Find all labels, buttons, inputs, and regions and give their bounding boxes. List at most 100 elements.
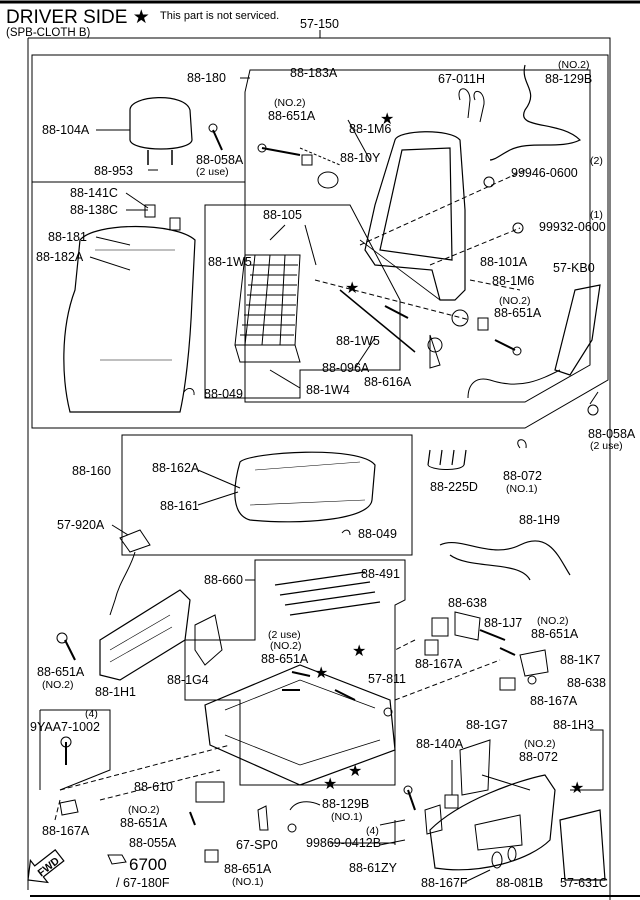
callout-88-141c[interactable]: 88-141C	[70, 186, 118, 200]
callout-88-651a[interactable]: 88-651A	[37, 665, 85, 679]
callout-88-049[interactable]: 88-049	[358, 527, 397, 541]
callout-88-101a[interactable]: 88-101A	[480, 255, 528, 269]
star-icon: ★	[348, 763, 363, 780]
callout-88-953[interactable]: 88-953	[94, 164, 133, 178]
callout-88-1g7[interactable]: 88-1G7	[466, 718, 508, 732]
callout-88-491[interactable]: 88-491	[361, 567, 400, 581]
page-subtitle: (SPB-CLOTH B)	[6, 27, 91, 39]
callout-57-kb0[interactable]: 57-KB0	[553, 261, 595, 275]
callout-qty: (NO.2)	[42, 679, 74, 691]
callout-88-058a[interactable]: 88-058A	[588, 427, 636, 441]
callout-88-182a[interactable]: 88-182A	[36, 250, 84, 264]
callout-88-096a[interactable]: 88-096A	[322, 361, 370, 375]
callout-use: (2 use)	[590, 440, 623, 452]
callout-88-1w5[interactable]: 88-1W5	[208, 255, 252, 269]
callout-99869-0412b[interactable]: 99869-0412B	[306, 836, 382, 850]
star-icon: ★	[323, 776, 338, 793]
callout-99932-0600[interactable]: 99932-0600	[539, 220, 606, 234]
guide-a	[144, 204, 156, 218]
callout-88-1h9[interactable]: 88-1H9	[519, 513, 560, 527]
seatback-group-frame	[31, 54, 609, 429]
callout-88-638[interactable]: 88-638	[448, 596, 487, 610]
callout-88-072[interactable]: 88-072	[503, 469, 542, 483]
callout-57-920a[interactable]: 57-920A	[57, 518, 105, 532]
callout-88-162a[interactable]: 88-162A	[152, 461, 200, 475]
fwd-arrow	[27, 849, 65, 884]
callout-67-011h[interactable]: 67-011H	[438, 72, 486, 86]
callout-88-660[interactable]: 88-660	[204, 573, 243, 587]
callout-9yaa7-1002[interactable]: 9YAA7-1002	[30, 720, 100, 734]
callout-88-167a[interactable]: 88-167A	[530, 694, 578, 708]
star-note: This part is not serviced.	[160, 10, 280, 22]
page-title: DRIVER SIDE ★	[6, 7, 150, 28]
star-icon: ★	[132, 7, 150, 28]
callout-88-1w4[interactable]: 88-1W4	[306, 383, 350, 397]
callout-88-651a[interactable]: 88-651A	[224, 862, 272, 876]
spring-mat	[234, 254, 301, 363]
callout-88-180[interactable]: 88-180	[187, 71, 226, 85]
callout-88-058a[interactable]: 88-058A	[196, 153, 244, 167]
callout-57-631c[interactable]: 57-631C	[560, 876, 608, 890]
callout-qty: (NO.2)	[499, 295, 531, 307]
callout-88-225d[interactable]: 88-225D	[430, 480, 478, 494]
callout-88-167a[interactable]: 88-167A	[42, 824, 90, 838]
callout-88-167a[interactable]: 88-167A	[415, 657, 463, 671]
callout-qty: (NO.2)	[524, 738, 556, 750]
callout-use: (2 use)	[196, 166, 229, 178]
callout-88-081b[interactable]: 88-081B	[496, 876, 544, 890]
seatback-cushion	[63, 225, 196, 413]
callout-99946-0600[interactable]: 99946-0600	[511, 166, 578, 180]
callout-88-651a[interactable]: 88-651A	[120, 816, 168, 830]
callout-88-638[interactable]: 88-638	[567, 676, 606, 690]
callout-88-104a[interactable]: 88-104A	[42, 123, 90, 137]
harness-129b	[489, 64, 582, 161]
callout-qty: (1)	[590, 209, 603, 221]
callout-88-651a[interactable]: 88-651A	[494, 306, 542, 320]
callout-88-1w5[interactable]: 88-1W5	[336, 334, 380, 348]
callout-88-049[interactable]: 88-049	[204, 387, 243, 401]
callout-88-1m6[interactable]: 88-1M6	[492, 274, 535, 288]
callout-88-138c[interactable]: 88-138C	[70, 203, 118, 217]
callout-88-61zy[interactable]: 88-61ZY	[349, 861, 397, 875]
side-airbag	[554, 284, 601, 376]
callout-88-610[interactable]: 88-610	[134, 780, 173, 794]
callout-88-072[interactable]: 88-072	[519, 750, 558, 764]
side-cover	[429, 774, 556, 871]
callout-57-150[interactable]: 57-150	[300, 17, 339, 31]
callout-88-183a[interactable]: 88-183A	[290, 66, 338, 80]
reference-6700[interactable]: 6700	[129, 855, 167, 874]
part-1k7	[519, 649, 549, 677]
callout-qty: (2)	[590, 155, 603, 167]
callout-88-181[interactable]: 88-181	[48, 230, 87, 244]
backframe-group-frame	[244, 69, 591, 403]
callout-88-616a[interactable]: 88-616A	[364, 375, 412, 389]
callout-88-105[interactable]: 88-105	[263, 208, 302, 222]
callout-qty: (NO.1)	[506, 483, 538, 495]
callout-88-129b[interactable]: 88-129B	[322, 797, 370, 811]
callout-88-1g4[interactable]: 88-1G4	[167, 673, 209, 687]
callout-88-10y[interactable]: 88-10Y	[340, 151, 381, 165]
callout-88-1m6[interactable]: 88-1M6	[349, 122, 392, 136]
callout-88-140a[interactable]: 88-140A	[416, 737, 464, 751]
part-10y	[317, 171, 339, 189]
part-1g4	[194, 614, 223, 666]
recliner-right	[427, 337, 443, 353]
headrest	[129, 97, 193, 150]
callout-67-sp0[interactable]: 67-SP0	[236, 838, 278, 852]
callout-88-1h1[interactable]: 88-1H1	[95, 685, 136, 699]
callout-88-1k7[interactable]: 88-1K7	[560, 653, 601, 667]
callout-57-811[interactable]: 57-811	[368, 672, 406, 686]
callout-88-129b[interactable]: 88-129B	[545, 72, 593, 86]
callout-88-167f[interactable]: 88-167F	[421, 876, 468, 890]
callout-qty: (NO.2)	[128, 804, 160, 816]
callout-88-1h3[interactable]: 88-1H3	[553, 718, 594, 732]
callout-88-160[interactable]: 88-160	[72, 464, 111, 478]
callout-88-651a[interactable]: 88-651A	[531, 627, 579, 641]
callout-88-055a[interactable]: 88-055A	[129, 836, 177, 850]
reference-67-180f[interactable]: / 67-180F	[116, 876, 170, 890]
callout-88-161[interactable]: 88-161	[160, 499, 199, 513]
callout-88-1j7[interactable]: 88-1J7	[484, 616, 523, 630]
callout-88-651a[interactable]: 88-651A	[261, 652, 309, 666]
callout-88-651a[interactable]: 88-651A	[268, 109, 316, 123]
trim-panel	[559, 809, 606, 881]
